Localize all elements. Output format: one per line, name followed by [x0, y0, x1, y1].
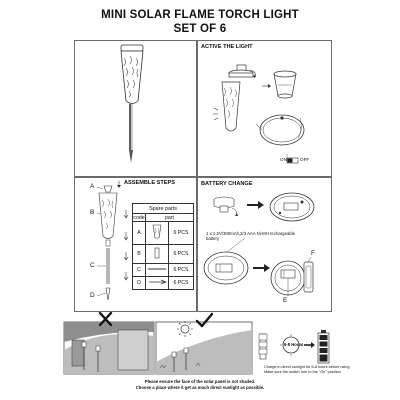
battery-panel [197, 177, 332, 312]
charge-note-line-2: Make sure the switch turn to the "On" po… [264, 370, 341, 374]
shaded-scene [63, 321, 155, 375]
activate-panel [197, 40, 332, 177]
battery-marker-e: E [283, 297, 288, 304]
page-subtitle: SET OF 6 [173, 23, 227, 35]
sun-hours-label: 6-8 Hours [284, 342, 304, 347]
assemble-panel [74, 177, 197, 312]
sunny-scene [155, 321, 253, 375]
spare-parts-table: Spare parts code part A 6 PCS B 6 PCS C … [132, 203, 194, 290]
placement-note-line-2: Choose a place where it get as much dire… [135, 385, 265, 390]
assembly-label-a: A [90, 183, 95, 190]
good-placement-check-icon [195, 312, 214, 328]
charge-diagram [258, 330, 330, 364]
torch-panel [74, 40, 197, 177]
battery-heading: BATTERY CHANGE [201, 181, 253, 187]
table-row: B 6 PCS [132, 244, 194, 264]
battery-spec-note: 1 x 1.2V/300mAh,2/3 AAA Ni-MH rechargeab… [206, 231, 296, 241]
switch-on-label: ON [280, 157, 287, 162]
assembly-label-b: B [90, 209, 95, 216]
activate-heading: ACTIVE THE LIGHT [201, 44, 253, 50]
part-qty: 6 PCS [168, 276, 194, 290]
assembly-label-d: D [90, 292, 95, 299]
battery-marker-f: F [311, 250, 315, 257]
charge-note-line-1: Charge in direct sunlight for 6-8 hours … [264, 365, 350, 369]
assembly-label-c: C [90, 262, 95, 269]
assemble-heading: ASSEMBLE STEPS [124, 180, 175, 186]
bad-placement-x-icon [98, 311, 113, 327]
part-qty: 6 PCS [168, 244, 194, 264]
table-row: D 6 PCS [132, 276, 194, 290]
page-title: MINI SOLAR FLAME TORCH LIGHT [101, 9, 299, 21]
sun-icon [177, 321, 193, 337]
placement-note-line-1: Please ensure the face of the solar pane… [144, 379, 256, 384]
switch-off-label: OFF [300, 157, 310, 162]
